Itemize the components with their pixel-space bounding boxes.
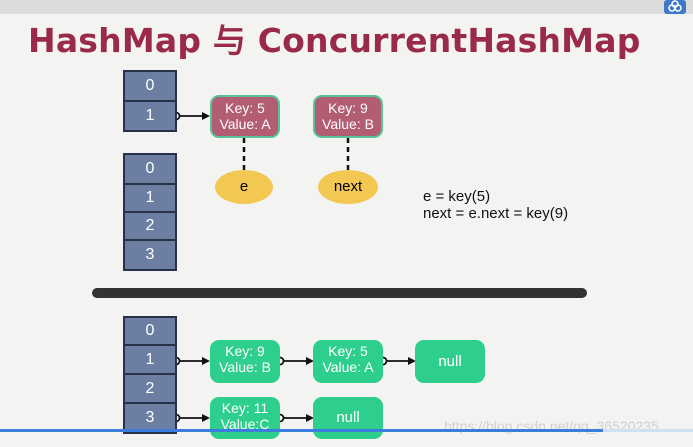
null-node: null: [415, 340, 485, 383]
table-b-cell: 1: [123, 183, 177, 213]
node-key: Key: 11: [221, 400, 269, 416]
table-b-cell: 2: [123, 211, 177, 241]
node-value: Value: B: [219, 359, 271, 375]
entry-node-key9: Key: 9 Value: B: [210, 340, 280, 383]
cloud-icon[interactable]: [664, 0, 686, 14]
node-key: Key: 5: [225, 100, 265, 116]
table-b-cell: 0: [123, 153, 177, 185]
entry-node-key9: Key: 9 Value: B: [313, 95, 383, 138]
entry-node-key5: Key: 5 Value: A: [313, 340, 383, 383]
table-c-cell: 1: [123, 344, 177, 375]
video-progress-fill: [0, 429, 603, 432]
pointer-e: e: [215, 170, 273, 204]
table-c-cell: 2: [123, 373, 177, 404]
node-key: Key: 9: [328, 100, 368, 116]
table-c-cell: 3: [123, 402, 177, 434]
table-a-cell: 0: [123, 70, 177, 102]
code-line: next = e.next = key(9): [423, 205, 569, 222]
entry-node-key11: Key: 11 Value:C: [210, 397, 280, 439]
slide-title: HashMap 与 ConcurrentHashMap: [28, 21, 641, 60]
table-c-cell: 0: [123, 316, 177, 346]
code-line: e = key(5): [423, 188, 491, 205]
null-node: null: [313, 397, 383, 439]
pointer-next: next: [318, 170, 378, 204]
table-b-cell: 3: [123, 239, 177, 271]
node-value: Value: A: [219, 116, 271, 132]
video-progress-bar[interactable]: [0, 429, 693, 432]
section-divider: [92, 288, 587, 298]
window-top-bar: [0, 0, 693, 14]
node-value: Value:C: [220, 416, 270, 432]
code-annotation: e = key(5) next = e.next = key(9): [423, 188, 568, 222]
node-key: Key: 5: [328, 343, 368, 359]
table-a-cell: 1: [123, 100, 177, 132]
node-value: Value: A: [322, 359, 374, 375]
entry-node-key5: Key: 5 Value: A: [210, 95, 280, 138]
node-key: Key: 9: [225, 343, 265, 359]
node-value: Value: B: [322, 116, 374, 132]
